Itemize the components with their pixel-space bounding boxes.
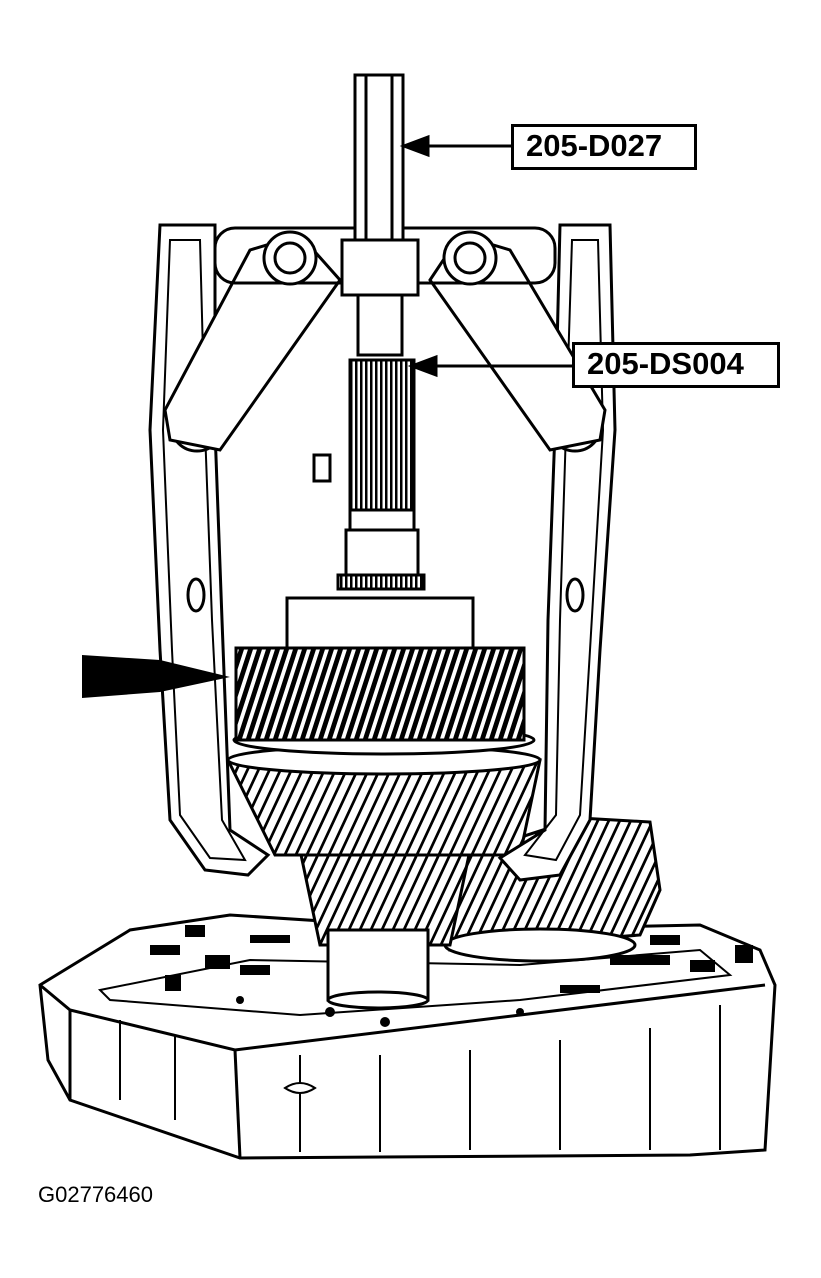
forcing-screw-hub: [340, 73, 420, 357]
direction-arrow: [82, 655, 230, 698]
puller-linkage: [163, 226, 607, 452]
figure-id: G02776460: [38, 1182, 153, 1207]
callout-205-ds004: 205-DS004: [572, 342, 780, 388]
spline-adapter: [312, 358, 426, 591]
callout-205-d027: 205-D027: [511, 124, 697, 170]
lower-helical-gear: [298, 848, 472, 1010]
callout-leaders: [399, 134, 572, 378]
gear-stack: [225, 596, 542, 857]
